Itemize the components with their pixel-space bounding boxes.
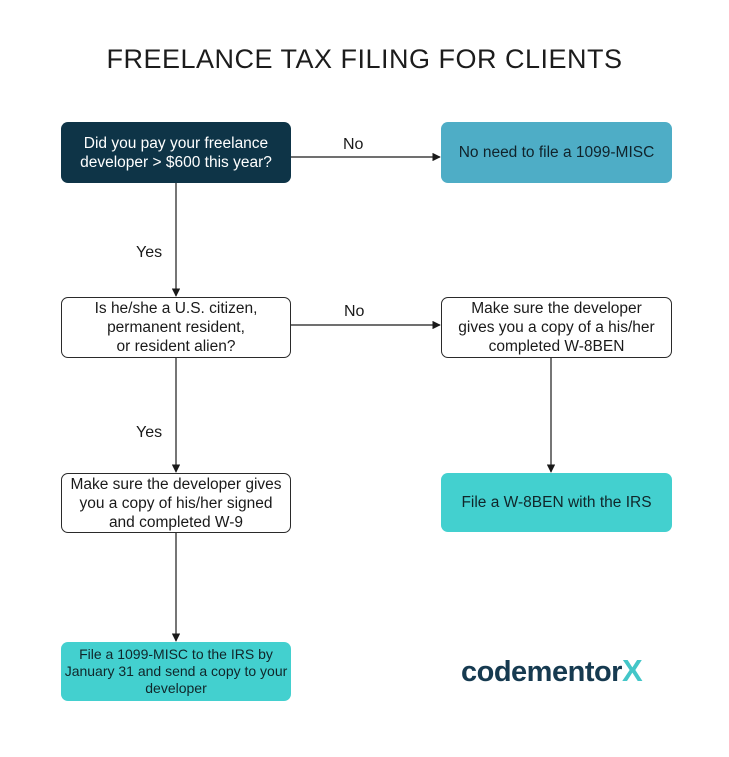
- node-get-w8ben-copy: Make sure the developer gives you a copy…: [441, 297, 672, 358]
- node-no-need-to-file: No need to file a 1099-MISC: [441, 122, 672, 183]
- node-get-w9-copy-text: Make sure the developer gives you a copy…: [70, 475, 282, 531]
- node-us-citizen-question-text: Is he/she a U.S. citizen, permanent resi…: [94, 300, 258, 355]
- node-no-need-to-file-text: No need to file a 1099-MISC: [458, 144, 655, 161]
- node-us-citizen-question: Is he/she a U.S. citizen, permanent resi…: [61, 297, 291, 358]
- edge-label-yes-1: Yes: [136, 244, 163, 261]
- node-file-1099-misc-text: File a 1099-MISC to the IRS by January 3…: [64, 646, 288, 696]
- edge-label-no-1: No: [343, 136, 364, 153]
- logo-wordmark: codementor: [461, 656, 622, 688]
- edge-label-no-2: No: [344, 303, 365, 320]
- edge-label-yes-2: Yes: [136, 424, 163, 441]
- codementor-logo: codementorX: [461, 653, 643, 689]
- node-file-w8ben: File a W-8BEN with the IRS: [441, 473, 672, 532]
- node-file-1099-misc: File a 1099-MISC to the IRS by January 3…: [61, 642, 291, 701]
- logo-x-mark: X: [621, 653, 643, 688]
- node-get-w8ben-copy-text: Make sure the developer gives you a copy…: [458, 300, 655, 355]
- node-paid-over-600: Did you pay your freelance developer > $…: [61, 122, 291, 183]
- node-paid-over-600-text: Did you pay your freelance developer > $…: [80, 134, 272, 171]
- node-file-w8ben-text: File a W-8BEN with the IRS: [461, 494, 652, 511]
- node-get-w9-copy: Make sure the developer gives you a copy…: [61, 473, 291, 533]
- diagram-title: FREELANCE TAX FILING FOR CLIENTS: [106, 44, 623, 74]
